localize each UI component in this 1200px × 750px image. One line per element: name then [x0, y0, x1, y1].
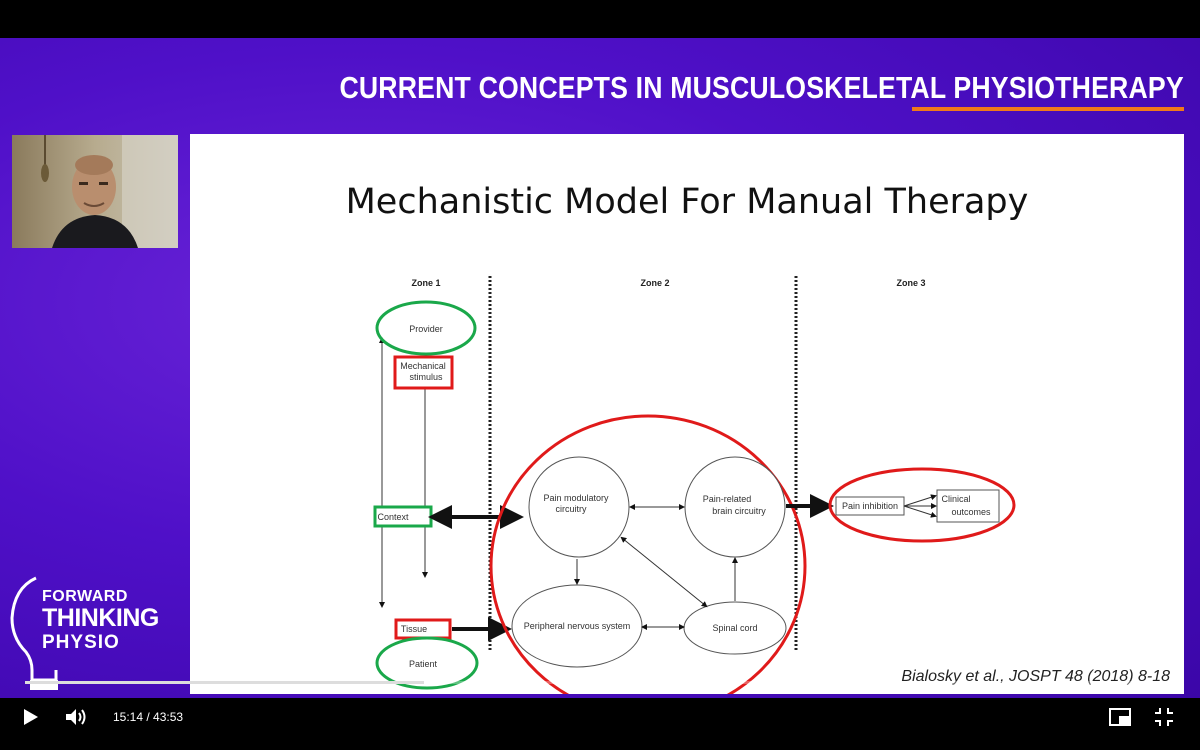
zone-3-highlight	[828, 467, 1016, 543]
pain-modulatory-label-1: Pain modulatory	[543, 493, 609, 503]
spinal-label: Spinal cord	[712, 623, 757, 633]
seek-bar[interactable]	[25, 681, 1175, 684]
clinical-outcomes-label-2: outcomes	[951, 507, 991, 517]
top-letterbox	[0, 0, 1200, 38]
player-controls	[0, 698, 1200, 750]
presenter-webcam	[12, 135, 178, 248]
mechanical-stimulus-box	[393, 355, 454, 390]
zone-1-label: Zone 1	[411, 278, 440, 288]
play-icon[interactable]	[22, 707, 40, 732]
tissue-label: Tissue	[401, 624, 427, 634]
brand-line-3: PHYSIO	[42, 632, 120, 653]
time-display: 15:14 / 43:53	[113, 710, 184, 724]
seek-bar-played	[25, 681, 425, 684]
slide-citation: Bialosky et al., JOSPT 48 (2018) 8-18	[901, 668, 1170, 685]
brand-line-2: THINKING	[42, 604, 159, 632]
pain-brain-label-2: brain circuitry	[712, 506, 766, 516]
slide-title: Mechanistic Model For Manual Therapy	[345, 182, 1029, 222]
patient-label: Patient	[409, 659, 438, 669]
clinical-outcomes-box	[936, 489, 1000, 523]
video-frame[interactable]: CURRENT CONCEPTS IN MUSCULOSKELETAL PHYS…	[0, 38, 1200, 698]
patient-highlight	[375, 636, 479, 690]
brand-line-1: FORWARD	[42, 588, 128, 605]
clinical-outcomes-label-1: Clinical	[941, 494, 970, 504]
pain-modulatory-label-2: circuitry	[556, 504, 587, 514]
peripheral-label: Peripheral nervous system	[524, 621, 631, 631]
forward-thinking-physio-logo: FORWARD THINKING PHYSIO	[8, 576, 188, 694]
zone-3-label: Zone 3	[896, 278, 925, 288]
header-underline	[912, 107, 1184, 111]
zone-2-highlight	[489, 414, 807, 694]
mechanical-stimulus-label-1: Mechanical	[400, 361, 446, 371]
pain-brain-label-1: Pain-related	[703, 494, 752, 504]
provider-label: Provider	[409, 324, 443, 334]
provider-highlight	[375, 300, 477, 356]
mechanical-stimulus-label-2: stimulus	[409, 372, 443, 382]
mechanistic-model-diagram: Zone 1 Zone 2 Zone 3 Provider Mechanical…	[373, 276, 1016, 694]
pain-inhibition-label: Pain inhibition	[842, 501, 898, 511]
zone-2-label: Zone 2	[640, 278, 669, 288]
fullscreen-exit-icon[interactable]	[1154, 707, 1174, 732]
context-label: Context	[377, 512, 409, 522]
volume-icon[interactable]	[64, 707, 90, 732]
picture-in-picture-icon[interactable]	[1109, 707, 1131, 732]
header-title: CURRENT CONCEPTS IN MUSCULOSKELETAL PHYS…	[339, 70, 1184, 105]
presentation-slide: Mechanistic Model For Manual Therapy Zon…	[190, 134, 1184, 694]
